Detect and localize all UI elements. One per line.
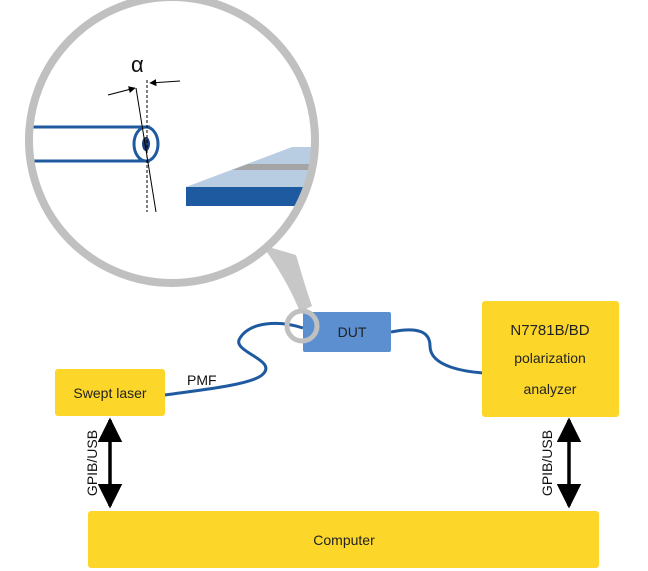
analyzer-name-label: analyzer [524,381,577,397]
angle-arrow-left [107,86,136,96]
magnifier-target-ring [284,308,320,344]
tilted-face-line [135,87,157,213]
analyzer-model-label: N7781B/BD [510,322,589,339]
dut-box: DUT [303,312,391,352]
pmf-label: PMF [187,372,217,388]
angle-alpha-label: α [131,52,144,77]
swept-laser-box: Swept laser [55,369,165,416]
computer-box: Computer [88,511,599,568]
dut-label: DUT [338,324,367,340]
computer-label: Computer [313,532,375,548]
gpib-usb-link-right: GPIB/USB [539,417,582,509]
output-fiber [390,328,484,375]
gpib-usb-label-left: GPIB/USB [84,430,100,496]
gpib-usb-label-right: GPIB/USB [539,430,555,496]
magnified-view [29,125,315,206]
magnifier-connector [262,245,312,312]
polarization-analyzer-box: N7781B/BD polarization analyzer [482,301,619,417]
magnifier-rim [25,0,319,287]
waveguide-chip [186,147,315,206]
analyzer-type-label: polarization [514,350,586,366]
pmf-fiber [164,321,304,397]
gpib-usb-link-left: GPIB/USB [84,417,123,509]
magnifier-lens: α [25,0,319,287]
angle-arrow-right [149,79,181,87]
swept-laser-label: Swept laser [73,385,146,401]
